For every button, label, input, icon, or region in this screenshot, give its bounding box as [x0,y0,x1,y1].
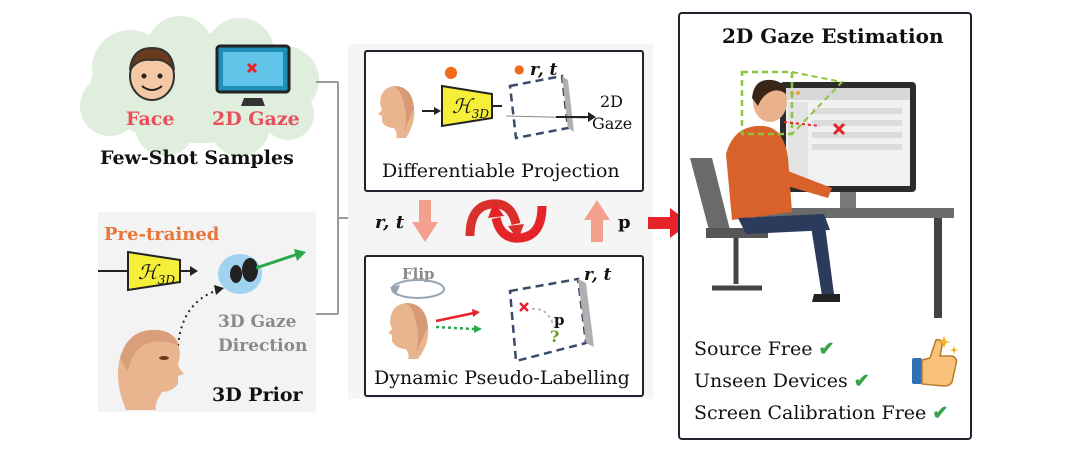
pseudo-title: Dynamic Pseudo-Labelling [374,367,630,389]
down-arrow [412,200,438,242]
feature-source-free: Source Free ✔ [694,338,835,360]
up-arrow [584,200,610,242]
h3d-model-block [441,84,502,128]
pretrained-label: Pre-trained [104,224,220,245]
flip-icon [390,279,445,299]
face-photo [378,86,415,138]
question-mark: ? [550,327,560,346]
user-at-computer-illustration [690,70,954,318]
feature-unseen-devices: Unseen Devices ✔ [694,370,870,392]
pseudo-box: Flip r, t p ? Dynamic Pseudo-Labelling [364,255,644,397]
few-shot-caption: Few-Shot Samples [100,147,294,169]
projection-box: ● ℋ3D ● r, t 2D Gaze Differentiable Proj… [364,50,644,192]
estimation-title: 2D Gaze Estimation [722,24,944,48]
few-shot-panel: Face 2D Gaze [70,16,330,173]
pseudo-rt-label: r, t [584,265,612,285]
check-icon: ✔ [932,402,949,424]
check-icon: ✔ [818,338,835,360]
h3d-model-block [98,250,198,292]
face-label: Face [126,108,175,130]
gaze-arrows [435,309,482,333]
arrow-face-to-model [422,107,441,115]
h3d-symbol: ℋ3D [138,260,176,287]
monitor-icon [215,44,291,106]
face-photo [118,329,184,410]
flip-label: Flip [402,265,435,283]
output-label-1: 2D [600,92,624,111]
estimation-panel: 2D Gaze Estimation [678,12,972,440]
output-label-2: Gaze [592,114,633,133]
flame-icon: ● [514,62,525,76]
direction-label-2: Direction [218,336,308,356]
loop-rt-label: r, t [375,212,405,233]
prior-caption: 3D Prior [212,384,303,406]
check-icon: ✔ [853,370,870,392]
thumbs-up-icon [912,336,958,387]
projection-title: Differentiable Projection [382,160,620,182]
prior-panel: Pre-trained ℋ3D 3D Gaze Direction 3D Pri… [98,212,316,412]
screen-plane [505,74,596,140]
eyeball-icon [218,249,306,294]
face-photo [388,303,429,359]
rt-label: r, t [530,60,558,80]
screen-plane [508,277,594,363]
face-icon [129,46,175,101]
direction-label-1: 3D Gaze [218,312,297,332]
feature-screen-calibration-free: Screen Calibration Free ✔ [694,402,949,424]
cycle-arrows [465,199,547,243]
pseudo-p-label: p [554,311,565,329]
dotted-arrow [177,285,224,347]
gaze-label: 2D Gaze [212,108,300,130]
loop-p-label: p [618,212,631,233]
flame-icon: ● [444,62,458,81]
h3d-symbol: ℋ3D [452,94,490,121]
